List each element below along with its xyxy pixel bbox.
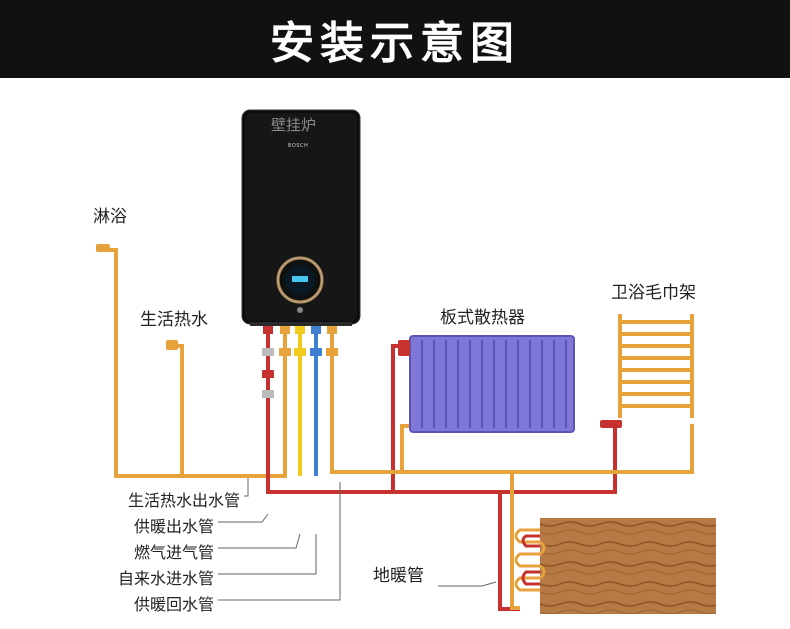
panel-radiator-label: 板式散热器 bbox=[440, 308, 525, 328]
shower-head-icon bbox=[96, 244, 110, 252]
page-title: 安装示意图 bbox=[270, 18, 520, 69]
pipe-label-heating-return: 供暖回水管 bbox=[133, 595, 214, 614]
pipe-label-domestic-hot-water: 生活热水出水管 bbox=[127, 491, 240, 510]
towel-rack bbox=[618, 314, 694, 418]
pipe-label-gas: 燃气进气管 bbox=[133, 543, 214, 562]
floor-heating bbox=[514, 518, 716, 614]
heating-return-pipe bbox=[330, 326, 694, 610]
boiler-brand: BOSCH bbox=[288, 143, 309, 149]
pipe-label-cold-water: 自来水进水管 bbox=[117, 569, 214, 588]
wall-boiler bbox=[241, 109, 361, 326]
header-bar: 安装示意图 bbox=[0, 0, 790, 78]
shower-label: 淋浴 bbox=[93, 207, 127, 227]
tap-icon bbox=[166, 340, 178, 350]
floor-heating-label: 地暖管 bbox=[373, 566, 424, 586]
hot-water-tap-label: 生活热水 bbox=[140, 310, 208, 330]
leader-lines bbox=[218, 478, 497, 601]
pipe-label-heating-supply: 供暖出水管 bbox=[133, 517, 214, 536]
towel-rack-valve bbox=[600, 420, 622, 428]
panel-radiator bbox=[398, 335, 575, 433]
pipe-connectors bbox=[262, 326, 338, 398]
boiler-label: 壁挂炉 bbox=[271, 116, 317, 134]
installation-diagram bbox=[96, 109, 716, 614]
towel-rack-label: 卫浴毛巾架 bbox=[611, 283, 696, 303]
